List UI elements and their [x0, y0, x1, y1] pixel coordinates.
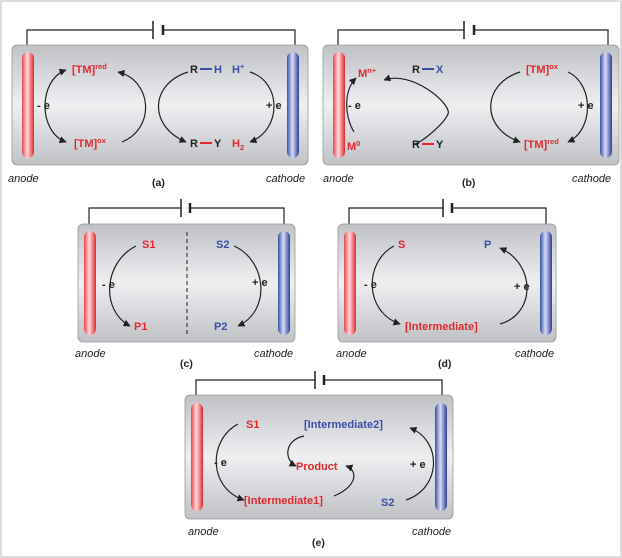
minus-e-label: - e [364, 279, 377, 291]
plus-e-label: + e [252, 277, 268, 289]
plus-e-label: + e [410, 459, 426, 471]
cathode-electrode [600, 52, 612, 158]
cathode-label: cathode [254, 348, 293, 360]
s2-label: S2 [381, 497, 394, 509]
tm-ox-label: [TM]ox [74, 136, 107, 150]
anode-oxidation-arrow [346, 77, 357, 133]
cathode-label: cathode [266, 173, 305, 185]
mn-plus-label: Mn+ [358, 66, 377, 80]
cathode-reduction-arrow [249, 71, 275, 144]
catalyst-loop-arrow [117, 69, 147, 143]
anode-electrode [344, 231, 356, 335]
cell-box [184, 394, 454, 520]
plus-e-label: + e [266, 100, 282, 112]
anode-electrode [333, 52, 345, 158]
r-h-substrate-r: R [190, 64, 198, 76]
panel-caption: (b) [462, 177, 475, 189]
tm-ox-label: [TM]ox [526, 62, 559, 76]
panel-caption: (a) [152, 177, 165, 189]
plus-e-label: + e [578, 100, 594, 112]
cathode-reduction-arrow [233, 245, 262, 327]
anode-electrode [84, 231, 96, 335]
hydrogen-label: H2 [232, 138, 244, 152]
intermediate1-label: [Intermediate1] [244, 495, 323, 507]
anode-electrode [22, 52, 34, 158]
catalyst-loop-arrow [490, 71, 521, 144]
p-label: P [484, 239, 491, 251]
panel-e: anode cathode (e) - e + e S1 [Intermedia… [184, 371, 454, 549]
substrate-loop-arrow [157, 71, 189, 143]
cathode-reduction-arrow [567, 71, 588, 143]
cell-box [322, 44, 620, 166]
r-x-substrate-x: X [436, 64, 444, 76]
cathode-reduction-arrow [499, 247, 528, 325]
s1-label: S1 [246, 419, 259, 431]
panel-caption: (c) [180, 358, 193, 370]
cell-box [11, 44, 309, 166]
tm-red-label: [TM]red [72, 62, 107, 76]
cathode-label: cathode [515, 348, 554, 360]
r-y-product-r: R [190, 138, 198, 150]
cathode-electrode [278, 231, 290, 335]
panel-caption: (d) [438, 358, 451, 370]
r-y-product-r: R [412, 139, 420, 151]
s2-label: S2 [216, 239, 229, 251]
s-label: S [398, 239, 405, 251]
mx-loop-arrow [383, 74, 449, 145]
anode-oxidation-arrow [215, 423, 245, 502]
cathode-label: cathode [412, 526, 451, 538]
minus-e-label: - e [348, 100, 361, 112]
anode-label: anode [8, 173, 39, 185]
r-h-substrate-h: H [214, 64, 222, 76]
s1-label: S1 [142, 239, 155, 251]
cathode-electrode [287, 52, 299, 158]
intermediate2-label: [Intermediate2] [304, 419, 383, 431]
s1-to-product-arrow [287, 435, 305, 467]
intermediate1-to-product-arrow [333, 464, 355, 497]
cathode-reduction-arrow [405, 426, 435, 501]
anode-oxidation-arrow [371, 245, 401, 326]
anode-oxidation-arrow [109, 245, 137, 327]
cathode-electrode [435, 403, 447, 511]
panel-b: anode cathode (b) - e + e Mn+ M0 R X R Y… [322, 21, 620, 189]
anode-label: anode [336, 348, 367, 360]
panel-a: anode cathode (a) - e + e [TM]red [TM]ox… [8, 21, 309, 189]
panel-caption: (e) [312, 537, 325, 549]
cathode-electrode [540, 231, 552, 335]
p1-label: P1 [134, 321, 147, 333]
minus-e-label: - e [102, 279, 115, 291]
m-zero-label: M0 [347, 139, 360, 153]
r-x-substrate-r: R [412, 64, 420, 76]
tm-red-label: [TM]red [524, 137, 559, 151]
product-label: Product [296, 461, 338, 473]
anode-electrode [191, 403, 203, 511]
r-y-product-y: Y [436, 139, 444, 151]
panel-d: anode cathode (d) - e + e S P [Intermedi… [336, 199, 557, 370]
minus-e-label: - e [37, 100, 50, 112]
minus-e-label: - e [214, 457, 227, 469]
anode-oxidation-arrow [44, 68, 67, 144]
anode-label: anode [188, 526, 219, 538]
anode-label: anode [75, 348, 106, 360]
plus-e-label: + e [514, 281, 530, 293]
panel-c: anode cathode (c) - e + e S1 S2 P1 P2 [75, 199, 296, 370]
intermediate-label: [Intermediate] [405, 321, 478, 333]
cathode-label: cathode [572, 173, 611, 185]
anode-label: anode [323, 173, 354, 185]
p2-label: P2 [214, 321, 227, 333]
r-y-product-y: Y [214, 138, 222, 150]
proton-label: H+ [232, 62, 245, 76]
